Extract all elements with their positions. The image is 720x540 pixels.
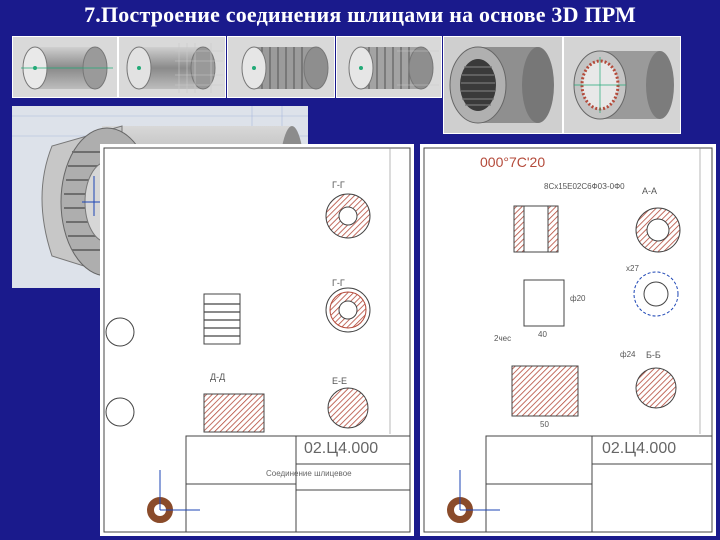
- stamp-title: Соединение шлицевое: [266, 469, 352, 478]
- thumbnail-cylinder-grid[interactable]: [118, 36, 226, 98]
- coordinate-axes-icon: [446, 496, 474, 524]
- thumbnail-ring-spline-teeth[interactable]: [563, 36, 681, 134]
- section-label: Б-Б: [646, 350, 661, 360]
- section-label: А-А: [642, 186, 658, 196]
- section-label: Д-Д: [210, 372, 226, 382]
- stamp-code: 02.Ц4.000: [602, 440, 677, 457]
- section-label: Г-Г: [332, 180, 345, 190]
- thumbnail-splined-shaft-b[interactable]: [336, 36, 442, 98]
- drawing-sheet-left[interactable]: Г-Г Г-Г Е-Е Д-Д 02.Ц4.000 Соединение шли…: [100, 144, 414, 536]
- top-code: 000°7C'20: [480, 154, 546, 170]
- thumbnail-bushing-internal-splines[interactable]: [443, 36, 563, 134]
- drawing-sheet-right[interactable]: 000°7C'20 8Сх15Е02С6Ф0З-0Ф0 А-А Б-Б х27 …: [420, 144, 716, 536]
- dimension-label: ф24: [620, 350, 636, 359]
- dimension-label: 50: [540, 420, 549, 429]
- spline-note: 8Сх15Е02С6Ф0З-0Ф0: [544, 182, 625, 191]
- section-label: Е-Е: [332, 376, 348, 386]
- dimension-label: х27: [626, 264, 639, 273]
- slide-title: 7.Построение соединения шлицами на основ…: [84, 2, 636, 27]
- dimension-label: 2чес: [494, 334, 512, 343]
- section-label: Г-Г: [332, 278, 345, 288]
- stamp-code: 02.Ц4.000: [304, 440, 379, 457]
- coordinate-axes-icon: [146, 496, 174, 524]
- thumbnail-splined-shaft-a[interactable]: [227, 36, 335, 98]
- thumbnail-cylinder-blank[interactable]: [12, 36, 118, 98]
- dimension-label: 40: [538, 330, 547, 339]
- dimension-label: ф20: [570, 294, 586, 303]
